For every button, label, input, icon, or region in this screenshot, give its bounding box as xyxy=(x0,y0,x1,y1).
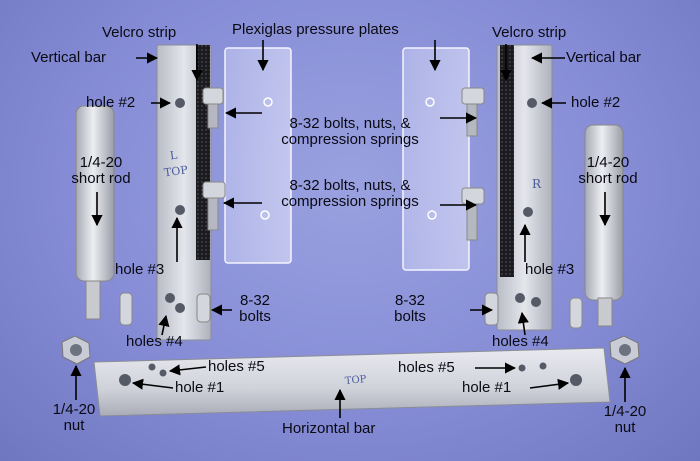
short-rod-label-right: 1/4-20 short rod xyxy=(553,155,663,187)
velcro-strip-right xyxy=(500,45,514,277)
short-rod-label-left: 1/4-20 short rod xyxy=(46,155,156,187)
handwriting-right-bar: R xyxy=(532,177,542,191)
bolts-832-label-left-line2: bolts xyxy=(239,308,271,325)
short-rod-right xyxy=(584,124,624,327)
bolt-832-right-2 xyxy=(569,297,583,329)
bolts-832-label-right-line2: bolts xyxy=(394,308,426,325)
short-rod-left xyxy=(75,105,115,320)
nut-label-right-line1: 1/4-20 xyxy=(603,403,647,420)
spring-bolt-left-top xyxy=(202,87,224,129)
holes4-label-left: holes #4 xyxy=(126,333,183,350)
bolt-832-left-2 xyxy=(196,293,211,323)
velcro-label-left: Velcro strip xyxy=(102,24,177,41)
vertical-bar-label-right: Vertical bar xyxy=(566,49,642,66)
short-rod-label-right-line2: short rod xyxy=(578,170,638,187)
spring-bolts-label-mid-line2: compression springs xyxy=(281,193,419,210)
plexi-plate-left xyxy=(224,47,292,264)
bolt-832-right-1 xyxy=(484,292,499,326)
handwriting-left-bar: L TOP xyxy=(163,148,189,180)
holes4-label-right: holes #4 xyxy=(492,333,549,350)
holes5-label-right: holes #5 xyxy=(398,359,455,376)
short-rod-label-left-line1: 1/4-20 xyxy=(79,154,123,171)
spring-bolts-label-top-line2: compression springs xyxy=(281,131,419,148)
short-rod-label-right-line1: 1/4-20 xyxy=(586,154,630,171)
nut-label-right-line2: nut xyxy=(614,419,636,436)
spring-bolt-left-mid xyxy=(202,181,226,231)
bolts-832-label-right: 8-32 bolts xyxy=(385,293,435,325)
hole2-label-left: hole #2 xyxy=(86,94,136,111)
hole1-label-right: hole #1 xyxy=(462,379,512,396)
holes5-label-left: holes #5 xyxy=(208,358,265,375)
nut-label-right: 1/4-20 nut xyxy=(577,404,673,436)
plexi-label: Plexiglas pressure plates xyxy=(232,21,399,38)
spring-bolts-label-mid: 8-32 bolts, nuts, & compression springs xyxy=(252,178,448,210)
callout-arrows xyxy=(70,40,631,418)
bolts-832-label-right-line1: 8-32 xyxy=(394,292,426,309)
hole1-label-left: hole #1 xyxy=(175,379,225,396)
spring-bolts-label-top: 8-32 bolts, nuts, & compression springs xyxy=(252,116,448,148)
hole2-label-right: hole #2 xyxy=(571,94,621,111)
nut-label-left: 1/4-20 nut xyxy=(26,402,122,434)
spring-bolts-label-top-line1: 8-32 bolts, nuts, & xyxy=(289,115,411,132)
nut-right xyxy=(609,335,640,365)
velcro-label-right: Velcro strip xyxy=(492,24,567,41)
bolt-832-left-1 xyxy=(119,292,133,326)
bolts-832-label-left-line1: 8-32 xyxy=(239,292,271,309)
hole3-label-right: hole #3 xyxy=(525,261,575,278)
nut-left xyxy=(61,335,91,365)
plexi-plate-right xyxy=(402,47,470,271)
horizontal-bar-label: Horizontal bar xyxy=(282,420,376,437)
spring-bolts-label-mid-line1: 8-32 bolts, nuts, & xyxy=(289,177,411,194)
handwriting-horizontal-bar: TOP xyxy=(344,373,368,388)
nut-label-left-line1: 1/4-20 xyxy=(52,401,96,418)
bolts-832-label-left: 8-32 bolts xyxy=(230,293,280,325)
short-rod-label-left-line2: short rod xyxy=(71,170,131,187)
hole3-label-left: hole #3 xyxy=(115,261,165,278)
horizontal-bar xyxy=(93,347,611,417)
nut-label-left-line2: nut xyxy=(63,417,85,434)
vertical-bar-label-left: Vertical bar xyxy=(31,49,107,66)
